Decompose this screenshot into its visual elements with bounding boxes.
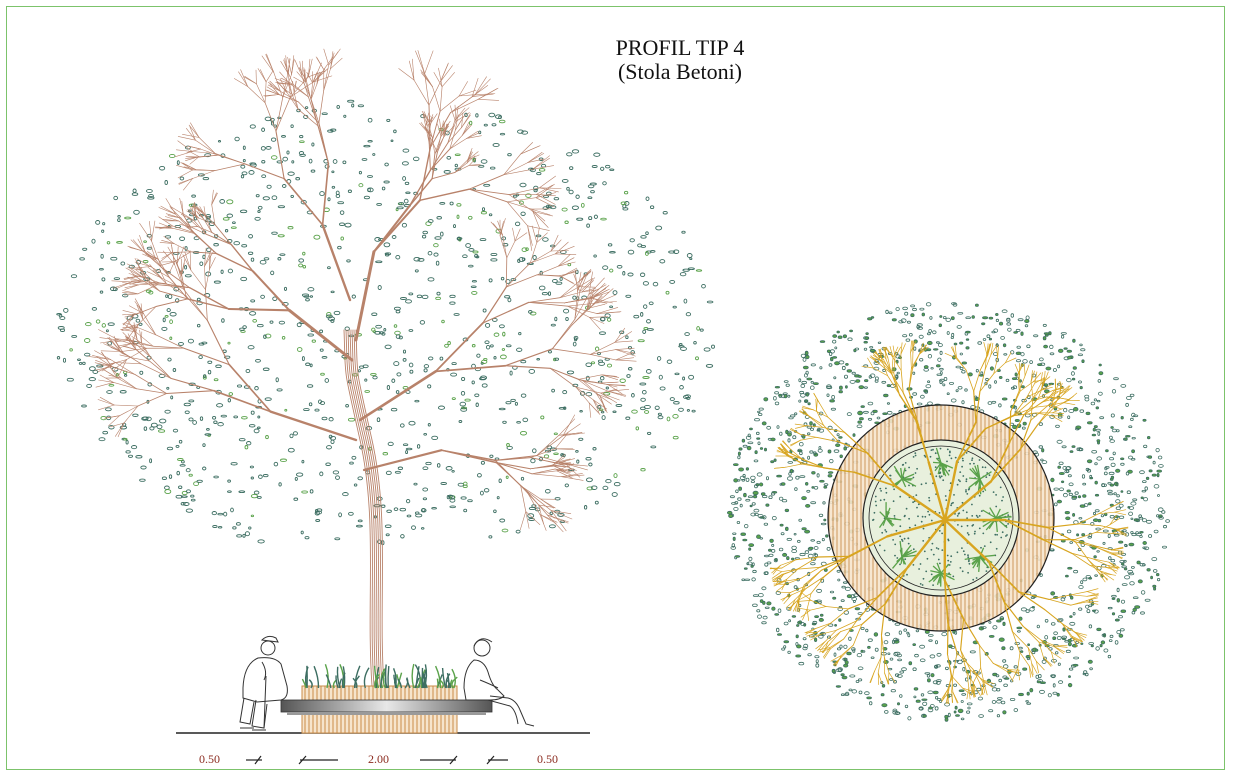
- tree-branches-plan: [769, 340, 1129, 704]
- dimension-line: [246, 755, 508, 765]
- dimension-left-label: 0.50: [199, 752, 220, 766]
- dimension-right-label: 0.50: [537, 752, 558, 766]
- planter-shrubs: [301, 663, 458, 689]
- tree-plan-view: [727, 302, 1170, 722]
- dimension-center-label: 2.00: [368, 752, 389, 766]
- seated-person-man: [239, 635, 288, 731]
- planter-ring-hatch: [828, 405, 1054, 631]
- bench: [280, 699, 493, 715]
- title-line-2: (Stola Betoni): [617, 58, 743, 84]
- tree-branches-elevation: [88, 48, 637, 687]
- planter-outer-circle: [827, 404, 1055, 632]
- drawing-title: PROFIL TIP 4 (Stola Betoni): [560, 36, 800, 84]
- drawing-frame: [6, 6, 1225, 770]
- tree-elevation: [56, 48, 715, 687]
- seated-person-woman: [463, 638, 535, 727]
- tree-foliage-elevation: [56, 99, 715, 546]
- planter-inner-ring: [868, 445, 1014, 591]
- title-line-1: PROFIL TIP 4: [615, 35, 745, 60]
